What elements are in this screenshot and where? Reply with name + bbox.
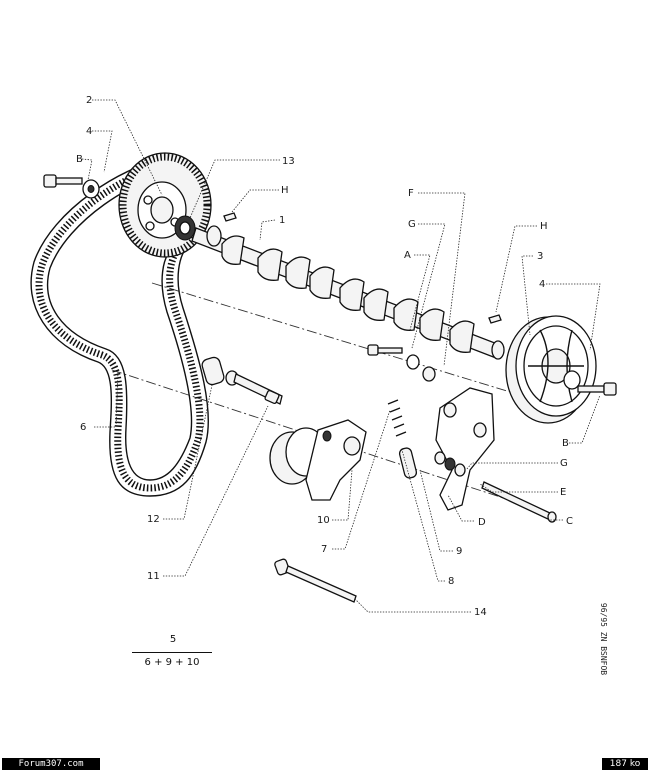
callout-7: 7 (321, 544, 327, 555)
callout-11: 11 (147, 571, 160, 582)
camshaft-pulley (505, 315, 597, 424)
formula-bar (132, 652, 212, 653)
sheet-reference: 96/95 ZN BSNFOB (599, 602, 608, 676)
formula-denominator: 6 + 9 + 10 (144, 657, 200, 668)
woodruff-key-right (488, 314, 502, 324)
callout-9: 9 (456, 546, 462, 557)
callout-G-top: G (408, 219, 416, 230)
callout-2: 2 (86, 95, 92, 106)
callout-1: 1 (279, 215, 285, 226)
callout-E: E (560, 487, 566, 498)
callout-13: 13 (282, 156, 295, 167)
callout-H-right: H (540, 221, 548, 232)
file-size-badge: 187 ko (602, 758, 648, 770)
formula-numerator: 5 (169, 634, 177, 645)
sprocket-bolt (43, 174, 100, 199)
roller-bolt (225, 370, 283, 405)
leader-lines (81, 99, 601, 613)
callout-3: 3 (537, 251, 543, 262)
callout-B-left: B (76, 154, 83, 165)
camshaft (191, 225, 505, 360)
callout-12: 12 (147, 514, 160, 525)
bracket-bolt-washers (367, 344, 436, 382)
callout-C: C (566, 516, 573, 527)
tensioner-spring (387, 399, 418, 479)
pivot-washers (434, 451, 466, 477)
pivot-pin (481, 481, 557, 523)
pulley-bolt (577, 382, 617, 396)
callout-B-right: B (562, 438, 569, 449)
callout-G-bottom: G (560, 458, 568, 469)
callout-4-right: 4 (539, 279, 545, 290)
roller-spacer (201, 356, 225, 386)
callout-6: 6 (80, 422, 86, 433)
callout-A: A (404, 250, 411, 261)
callout-labels: 2 4 B 13 H 1 F G A H 3 4 B G E C D 9 8 1… (76, 95, 573, 618)
timing-belt (30, 157, 209, 497)
tensioner-roller (269, 419, 367, 501)
woodruff-key-left (223, 212, 237, 222)
callout-10: 10 (317, 515, 330, 526)
long-bolt (274, 558, 357, 603)
tensioner-axis-line (151, 282, 521, 396)
camshaft-oil-seal (174, 215, 196, 241)
callout-D: D (478, 517, 486, 528)
callout-4-left: 4 (86, 126, 92, 137)
callout-8: 8 (448, 576, 454, 587)
site-watermark: Forum307.com (2, 758, 100, 770)
callout-F: F (408, 188, 414, 199)
callout-H-left: H (281, 185, 289, 196)
callout-14: 14 (474, 607, 487, 618)
